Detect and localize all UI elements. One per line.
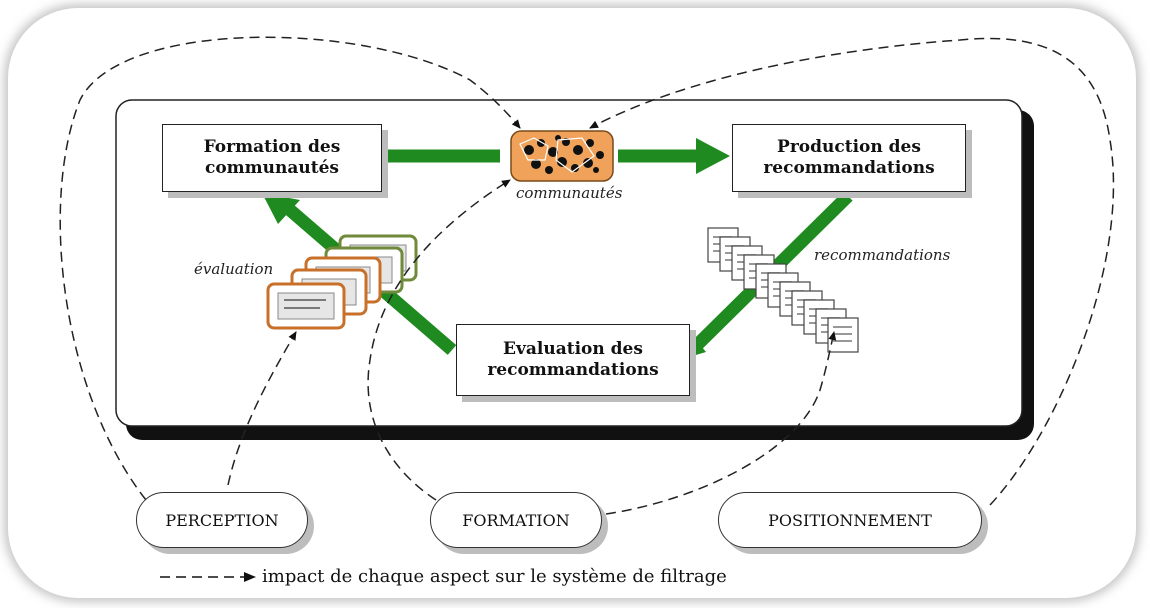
recommendation-documents-icon	[707, 227, 859, 353]
label-recommandations: recommandations	[814, 246, 951, 264]
node-evaluation-recommandations: Evaluation des recommandations	[456, 324, 690, 396]
label-evaluation: évaluation	[194, 260, 274, 278]
aspect-formation: FORMATION	[430, 492, 602, 548]
recommendation-document	[827, 317, 859, 353]
legend-text: impact de chaque aspect sur le système d…	[262, 566, 727, 587]
dashed-formation-to-recommandations	[605, 331, 837, 515]
dashed-positionnement-outer	[589, 37, 1115, 506]
evaluation-documents-icon	[266, 234, 418, 330]
impact-dashed-paths	[59, 36, 1115, 515]
label-communautes: communautés	[516, 184, 623, 202]
dashed-perception-to-evaluation	[227, 331, 297, 486]
legend: impact de chaque aspect sur le système d…	[262, 566, 727, 587]
aspect-positionnement: POSITIONNEMENT	[718, 492, 982, 548]
arrowhead-formation	[262, 193, 300, 224]
arrowhead-production	[696, 138, 730, 174]
dashed-formation-to-communautes	[367, 179, 511, 501]
community-cluster-icon	[510, 130, 614, 182]
aspect-perception: PERCEPTION	[136, 492, 308, 548]
node-production-recommandations: Production des recommandations	[732, 124, 966, 192]
dashed-perception-outer	[59, 36, 521, 501]
node-formation-communautes: Formation des communautés	[162, 124, 382, 192]
legend-dashed-arrow-icon	[160, 572, 256, 582]
